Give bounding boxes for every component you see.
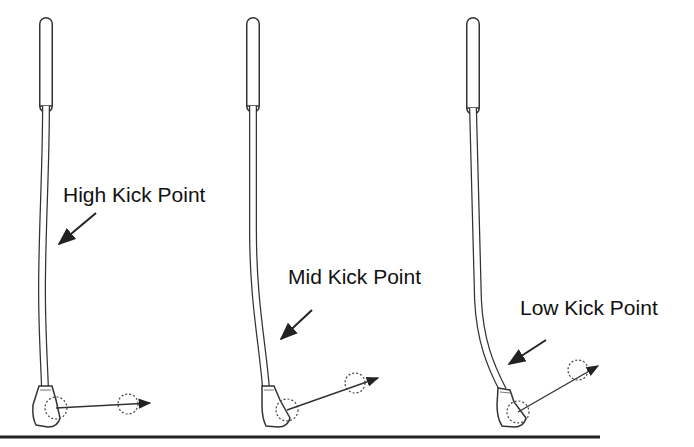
club-mid [247,24,378,427]
kick-point-label: Low Kick Point [520,296,658,319]
kick-point-label: Mid Kick Point [288,265,421,288]
club-low [467,24,598,427]
kick-point-label: High Kick Point [63,183,205,206]
club-high [33,24,150,427]
ground-line [0,436,600,439]
